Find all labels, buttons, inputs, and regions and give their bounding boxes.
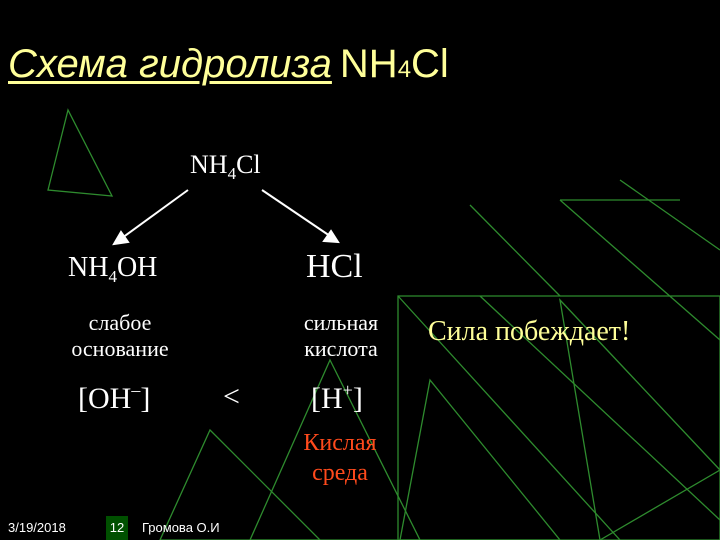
line-decor-3 (619, 179, 720, 251)
salt-formula: NH4Cl (190, 150, 261, 183)
line-decor-6 (479, 295, 720, 521)
arrow-right-line (261, 189, 331, 237)
arrow-down-left-icon (112, 230, 130, 246)
base-formula: NH4OH (68, 252, 158, 286)
arrow-left-line (121, 189, 189, 239)
line-decor-2 (559, 199, 720, 341)
hydrogen-ion: [H+] (311, 380, 363, 415)
title-text: Схема гидролиза (8, 42, 332, 86)
line-decor-1 (469, 204, 561, 297)
power-note: Сила побеждает! (428, 316, 631, 347)
acid-strength: сильная кислота (303, 310, 379, 362)
triangle-decor-bottom-1 (249, 358, 421, 540)
acid-formula: HCl (306, 248, 363, 285)
triangle-decor-left (47, 108, 114, 197)
medium-result: Кислая среда (303, 430, 377, 486)
line-decor-5 (397, 295, 621, 540)
footer-author: Громова О.И (142, 520, 220, 535)
footer-date: 3/19/2018 (8, 520, 66, 535)
triangle-decor-bottom-4 (159, 428, 321, 540)
arrow-down-right-icon (322, 229, 340, 244)
triangle-decor-bottom-2 (399, 378, 561, 540)
title-formula: NH4Cl (339, 42, 449, 86)
triangle-decor-right-1 (397, 295, 720, 540)
base-strength: слабое основание (71, 310, 169, 362)
slide-number: 12 (106, 516, 128, 540)
comparison-sign: < (223, 380, 240, 413)
triangle-decor-bottom-3 (559, 297, 720, 540)
hydroxide-ion: [OH–] (78, 380, 151, 415)
